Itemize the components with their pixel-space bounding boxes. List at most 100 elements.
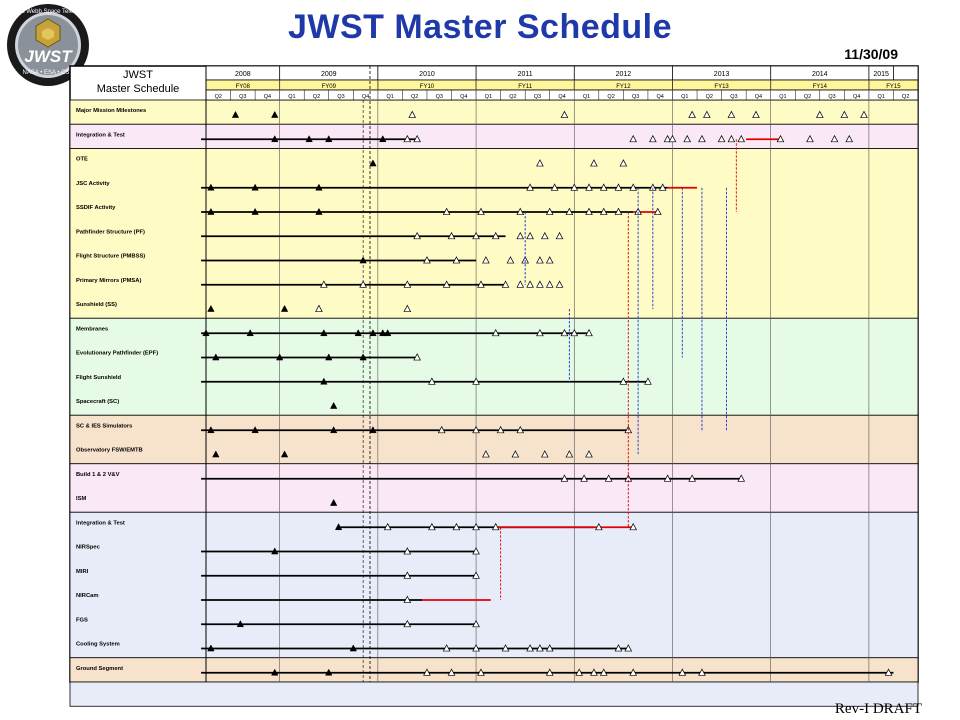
completed-milestone — [280, 450, 289, 458]
planned-milestone — [501, 280, 510, 288]
planned-milestone — [526, 280, 534, 288]
planned-milestone — [472, 571, 480, 579]
completed-milestone — [305, 135, 313, 143]
planned-milestone — [614, 183, 623, 191]
quarter-label: Q2 — [902, 94, 909, 100]
planned-milestone — [683, 134, 692, 143]
row-label: Pathfinder Structure (PF) — [76, 229, 145, 235]
completed-milestone — [320, 377, 328, 385]
section-band — [69, 681, 919, 707]
planned-milestone — [545, 280, 554, 288]
planned-milestone — [472, 644, 480, 652]
quarter-label: Q3 — [534, 94, 541, 100]
planned-milestone — [403, 304, 412, 312]
quarter-label: Q2 — [509, 94, 516, 100]
planned-milestone — [717, 134, 726, 143]
year-label: 2011 — [518, 71, 533, 78]
row-label: OTE — [76, 157, 88, 163]
row-label: SSDIF Activity — [76, 205, 116, 211]
planned-milestone — [428, 377, 436, 385]
planned-milestone — [452, 522, 461, 531]
completed-milestone — [320, 329, 328, 337]
planned-milestone — [545, 207, 554, 215]
row-label: Evolutionary Pathfinder (EPF) — [76, 351, 158, 357]
completed-milestone — [330, 401, 338, 409]
completed-milestone — [334, 523, 343, 531]
planned-milestone — [516, 425, 525, 434]
planned-milestone — [649, 183, 657, 191]
planned-milestone — [516, 231, 525, 240]
planned-milestone — [472, 619, 480, 628]
planned-milestone — [536, 280, 544, 288]
planned-milestone — [516, 207, 525, 215]
completed-milestone — [231, 110, 240, 118]
planned-milestone — [472, 377, 480, 385]
section-band — [69, 511, 919, 659]
planned-milestone — [806, 134, 814, 143]
planned-milestone — [491, 522, 500, 531]
planned-milestone — [619, 159, 628, 167]
planned-milestone — [727, 134, 736, 143]
row-label: Build 1 & 2 V&V — [76, 472, 120, 478]
quarter-label: Q1 — [681, 94, 688, 100]
planned-milestone — [599, 668, 608, 676]
row-label: Spacecraft (SC) — [76, 399, 119, 405]
quarter-label: Q1 — [583, 94, 590, 100]
planned-milestone — [359, 280, 367, 288]
planned-milestone — [403, 595, 412, 603]
planned-milestone — [629, 668, 638, 676]
quarter-label: Q4 — [558, 94, 565, 100]
section-band — [69, 657, 919, 683]
planned-milestone — [663, 474, 672, 482]
planned-milestone — [511, 450, 520, 458]
section-band — [69, 99, 919, 125]
completed-milestone — [236, 620, 245, 628]
completed-milestone — [325, 668, 333, 676]
fiscal-year-label: FY09 — [322, 84, 337, 90]
planned-milestone — [560, 328, 569, 337]
completed-milestone — [275, 353, 284, 361]
corner-title-line: JWST — [123, 69, 153, 81]
fiscal-year-label: FY12 — [616, 84, 631, 90]
planned-milestone — [658, 183, 667, 191]
section-band — [69, 414, 919, 465]
draft-label: Rev-I DRAFT — [834, 701, 922, 717]
year-label: 2015 — [873, 71, 889, 78]
fiscal-year-label: FY15 — [886, 84, 901, 90]
row-label: Ground Segment — [76, 666, 123, 672]
planned-milestone — [629, 183, 638, 191]
row-label: Flight Sunshield — [76, 375, 122, 381]
planned-milestone — [506, 256, 515, 264]
row-label: NIRSpec — [76, 545, 101, 551]
planned-milestone — [570, 328, 579, 337]
planned-milestone — [560, 110, 569, 118]
quarter-label: Q1 — [386, 94, 393, 100]
row-label: Major Mission Milestones — [76, 108, 146, 114]
quarter-label: Q3 — [436, 94, 443, 100]
quarter-label: Q3 — [239, 94, 246, 100]
completed-milestone — [246, 329, 254, 337]
completed-milestone — [207, 304, 215, 312]
planned-milestone — [585, 450, 593, 458]
logo-agencies: NASA • ESA • CSA — [23, 70, 74, 76]
planned-milestone — [614, 644, 623, 652]
planned-milestone — [703, 110, 711, 118]
planned-milestone — [698, 668, 706, 676]
logo-text: JWST — [24, 47, 73, 66]
planned-milestone — [629, 134, 638, 143]
planned-milestone — [884, 668, 893, 676]
planned-milestone — [496, 425, 505, 434]
planned-milestone — [526, 231, 534, 240]
row-label: NIRCam — [76, 593, 99, 599]
planned-milestone — [403, 547, 412, 555]
completed-milestone — [202, 329, 210, 337]
completed-milestone — [271, 110, 279, 118]
planned-milestone — [624, 644, 633, 652]
planned-milestone — [383, 522, 392, 531]
year-label: 2009 — [321, 71, 337, 78]
planned-milestone — [649, 134, 657, 143]
planned-milestone — [472, 425, 480, 434]
planned-milestone — [590, 159, 598, 167]
planned-milestone — [815, 110, 824, 118]
